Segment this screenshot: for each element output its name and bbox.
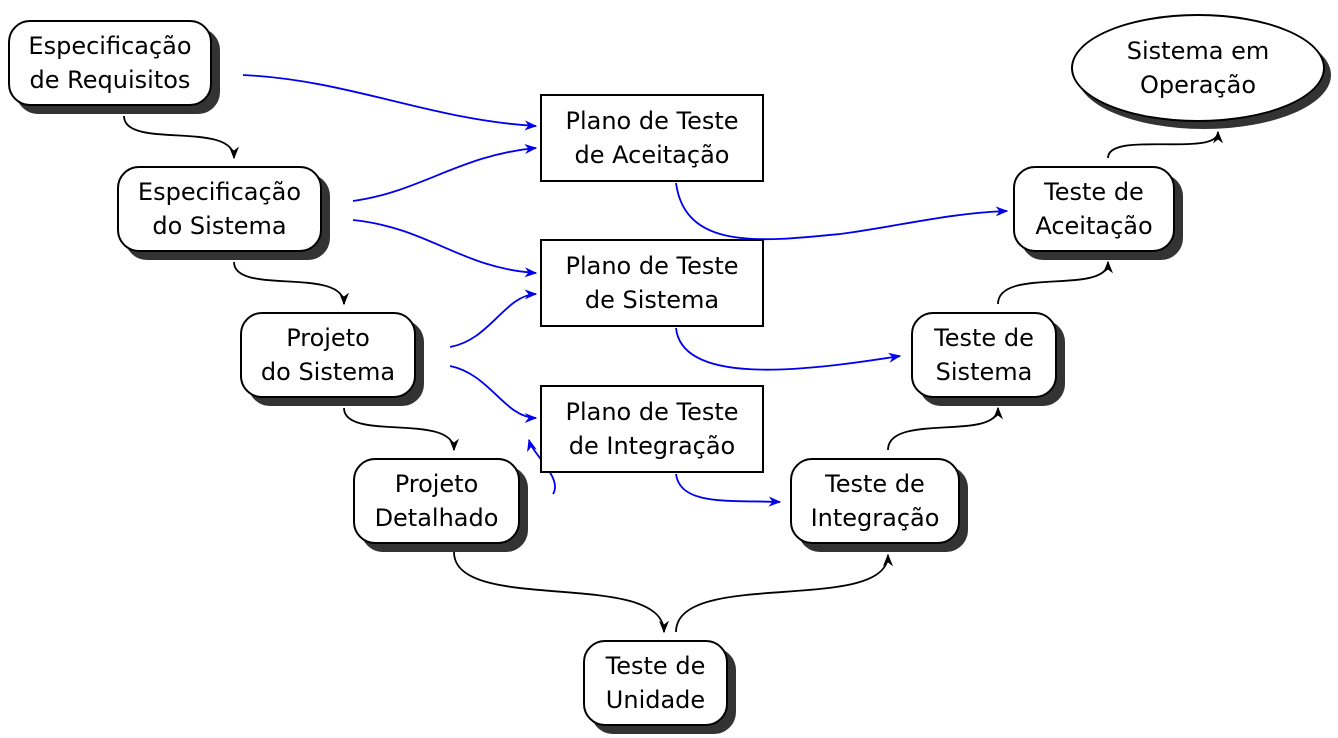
- edge-requisitos-to-plano-aceitacao: [242, 74, 538, 131]
- edge-teste-sistema-to-teste-aceitacao: [997, 260, 1114, 305]
- node-label-line: Operação: [1139, 71, 1257, 99]
- edge-teste-aceitacao-to-sistema-operacao: [1107, 130, 1223, 159]
- edge-especificacao-sistema-to-projeto-sistema: [233, 261, 350, 306]
- edge-especificacao-sistema-to-plano-aceitacao: [352, 144, 538, 202]
- node-label-line: Especificação: [137, 178, 302, 206]
- node-label-line: Sistema: [935, 358, 1033, 386]
- node-label-line: Sistema em: [1126, 37, 1270, 65]
- node-label-line: Teste de: [1044, 178, 1144, 206]
- node-especificacao-do-sistema: Especificação do Sistema: [117, 166, 322, 252]
- node-plano-de-teste-de-sistema: Plano de Teste de Sistema: [540, 239, 764, 327]
- edge-projeto-sistema-to-plano-integracao: [449, 365, 538, 424]
- node-sistema-em-operacao: Sistema em Operação: [1071, 14, 1325, 122]
- node-label-line: Plano de Teste: [565, 252, 739, 280]
- edge-projeto-sistema-to-projeto-detalhado: [343, 407, 460, 452]
- node-teste-de-unidade: Teste de Unidade: [583, 640, 728, 726]
- node-projeto-do-sistema: Projeto do Sistema: [240, 312, 416, 398]
- node-teste-de-sistema: Teste de Sistema: [911, 312, 1057, 398]
- node-label-line: Detalhado: [374, 504, 499, 532]
- edge-plano-integracao-to-teste-integracao: [675, 473, 782, 507]
- node-label-line: Projeto: [394, 470, 479, 498]
- node-label-line: do Sistema: [260, 358, 396, 386]
- node-label-line: Integração: [810, 504, 940, 532]
- node-label-line: de Sistema: [584, 286, 720, 314]
- node-label-line: Aceitação: [1035, 212, 1153, 240]
- edge-especificacao-sistema-to-plano-sistema: [352, 219, 538, 278]
- node-label-line: Plano de Teste: [565, 107, 739, 135]
- node-label-line: Teste de: [934, 324, 1034, 352]
- edge-projeto-sistema-to-plano-sistema: [449, 289, 538, 348]
- node-label-line: Plano de Teste: [565, 398, 739, 426]
- node-label-line: de Aceitação: [574, 141, 730, 169]
- edge-requisitos-to-especificacao-sistema: [123, 115, 240, 160]
- node-label-line: Teste de: [605, 652, 706, 680]
- node-plano-de-teste-de-aceitacao: Plano de Teste de Aceitação: [540, 94, 764, 182]
- edge-plano-sistema-to-teste-sistema: [675, 327, 902, 371]
- edge-projeto-detalhado-to-teste-unidade: [453, 551, 670, 634]
- node-plano-de-teste-de-integracao: Plano de Teste de Integração: [540, 385, 764, 473]
- node-label-line: de Requisitos: [29, 66, 191, 94]
- node-label-line: de Integração: [568, 432, 736, 460]
- node-label-line: Unidade: [605, 686, 706, 714]
- node-label-line: do Sistema: [152, 212, 287, 240]
- node-especificacao-de-requisitos: Especificação de Requisitos: [8, 20, 212, 106]
- edge-plano-aceitacao-to-teste-aceitacao: [675, 182, 1009, 241]
- node-teste-de-integracao: Teste de Integração: [790, 458, 960, 544]
- node-teste-de-aceitacao: Teste de Aceitação: [1013, 166, 1175, 252]
- node-label-line: Teste de: [825, 470, 925, 498]
- edge-teste-unidade-to-teste-integracao: [675, 553, 893, 633]
- edge-teste-integracao-to-teste-sistema: [887, 406, 1004, 451]
- node-label-line: Especificação: [28, 32, 192, 60]
- node-label-line: Projeto: [286, 324, 370, 352]
